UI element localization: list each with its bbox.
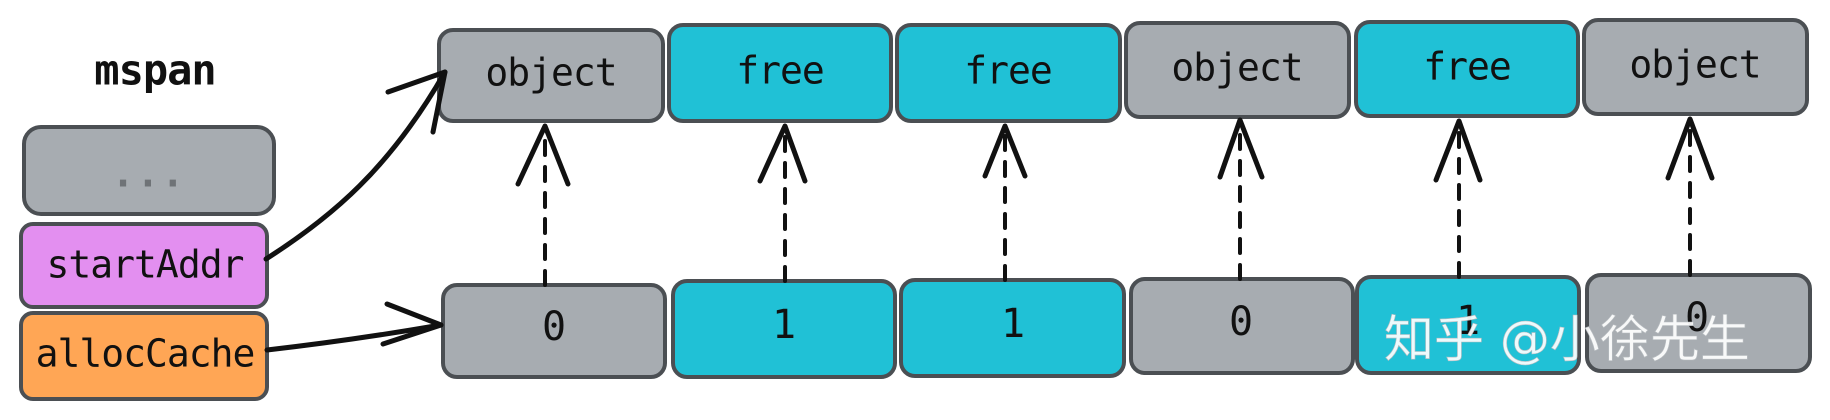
pointer-arrows [263, 69, 448, 353]
free-box-2 [895, 23, 1122, 123]
bit-box-5 [1355, 275, 1581, 375]
bit-box-1 [441, 283, 667, 379]
free-box-1 [667, 23, 893, 123]
object-box-2 [1124, 21, 1351, 119]
object-label-2: object [1171, 46, 1302, 90]
ellipsis-box [22, 125, 276, 216]
object-row: object free free object free object [437, 18, 1809, 123]
object-box-3 [1582, 18, 1809, 116]
dashed-link-head-5 [1433, 118, 1483, 183]
alloc-cache-pointer-line [264, 322, 444, 353]
bit-label-1: 0 [542, 304, 566, 350]
free-box-3 [1354, 20, 1580, 118]
bit-label-6: 0 [1685, 295, 1709, 341]
free-label-2: free [964, 49, 1052, 93]
alloc-cache-label: allocCache [36, 332, 255, 376]
bit-box-6 [1585, 273, 1812, 373]
bit-label-3: 1 [1001, 301, 1025, 347]
ellipsis-label: ... [112, 152, 187, 196]
dashed-link-head-3 [982, 123, 1028, 179]
free-label-3: free [1423, 45, 1511, 89]
bit-label-4: 0 [1229, 299, 1253, 345]
bit-label-5: 1 [1456, 298, 1480, 344]
bit-box-3 [899, 278, 1126, 378]
start-addr-box [19, 222, 269, 309]
dashed-link-head-2 [757, 123, 808, 184]
start-addr-pointer-head [385, 69, 448, 135]
start-addr-label: startAddr [47, 243, 244, 287]
dashed-link-head-4 [1217, 117, 1265, 180]
mspan-panel: mspan ... startAddr allocCache [19, 46, 276, 401]
bit-label-2: 1 [772, 302, 796, 348]
alloc-cache-box [19, 311, 269, 401]
alloc-cache-pointer-head [380, 301, 444, 347]
bit-to-object-arrows [515, 116, 1715, 287]
watermark-text: 知乎 @小徐先生 [1384, 311, 1750, 369]
bit-row: 0 1 1 0 1 0 [441, 273, 1812, 379]
mspan-title: mspan [94, 46, 215, 95]
free-label-1: free [736, 49, 824, 93]
object-label-3: object [1629, 43, 1760, 87]
dashed-link-head-6 [1665, 116, 1715, 181]
object-label-1: object [485, 51, 616, 95]
dashed-link-head-1 [515, 123, 571, 187]
start-addr-pointer-line [263, 69, 448, 262]
